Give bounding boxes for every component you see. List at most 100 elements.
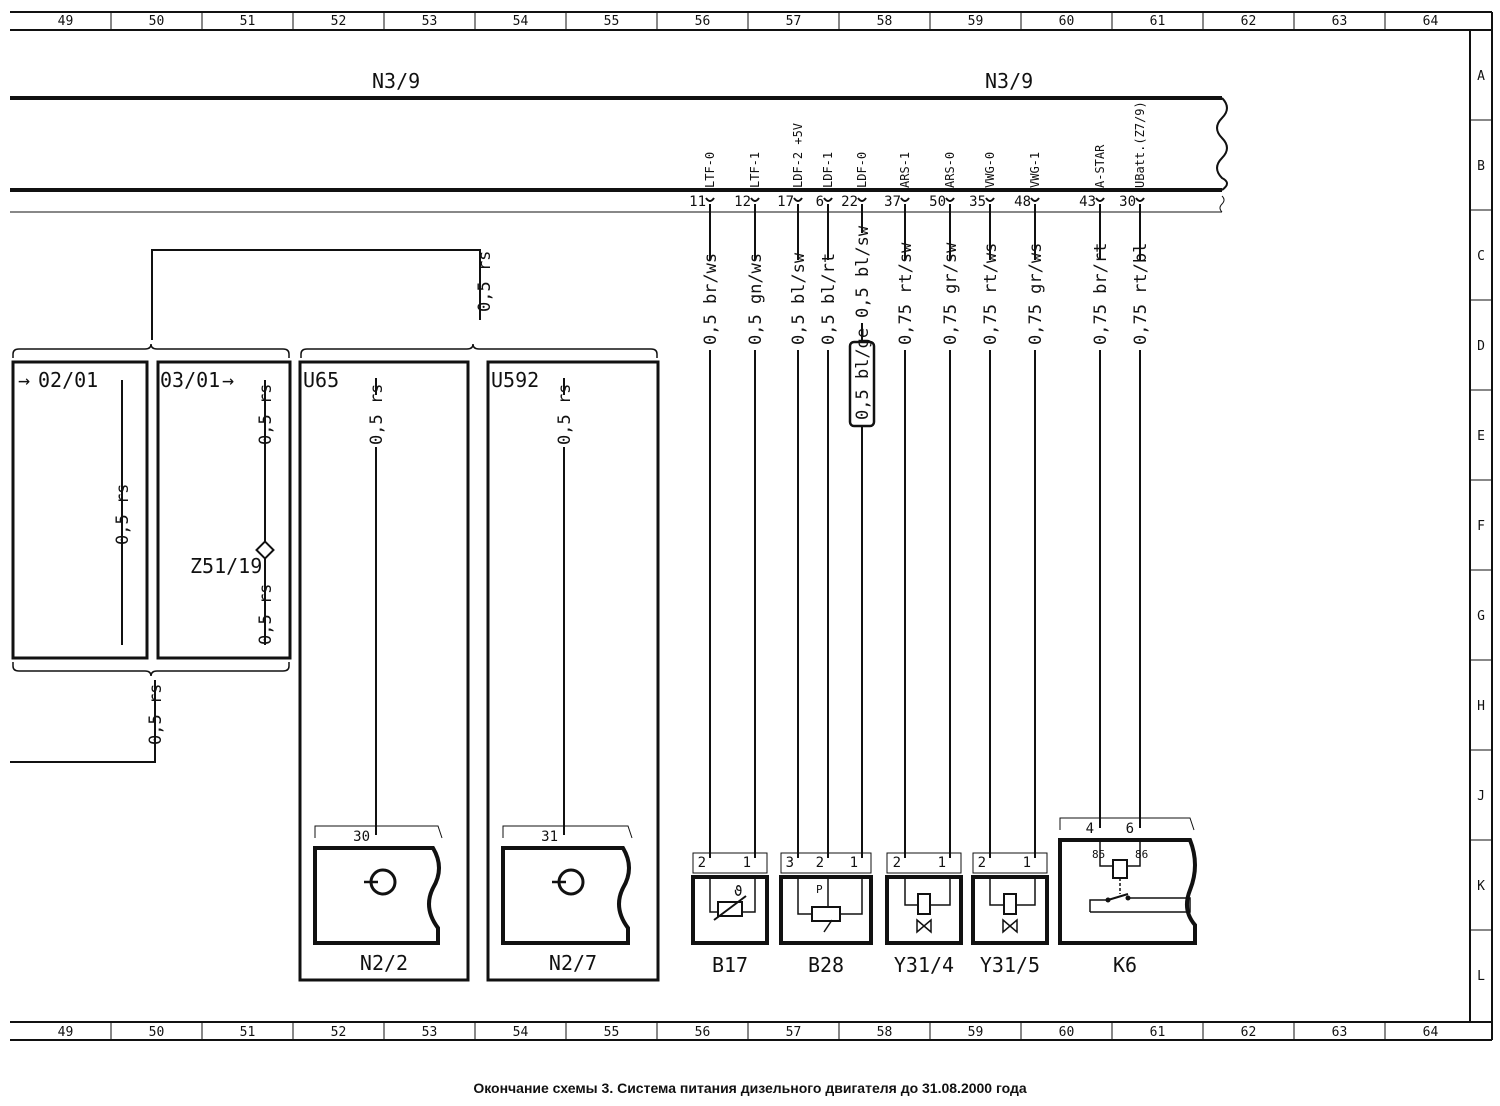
grid-col-top: 60	[1059, 14, 1075, 29]
grid-col-top: 53	[422, 14, 438, 29]
wire-color-label: 0,75 br/rt	[1091, 243, 1111, 345]
grid-col-bottom: 54	[513, 1025, 529, 1040]
wire-color-label: 0,75 gr/sw	[941, 242, 961, 345]
pressure-symbol: P	[816, 883, 823, 896]
grid-col-bottom: 50	[149, 1025, 165, 1040]
control-unit-label-right: N3/9	[985, 69, 1033, 93]
component-pin: 1	[938, 855, 946, 871]
component-pin: 1	[850, 855, 858, 871]
component-name: Y31/5	[980, 953, 1040, 977]
grid-col-top: 52	[331, 14, 347, 29]
grid-col-top: 55	[604, 14, 620, 29]
grid-row: E	[1477, 429, 1485, 444]
grid-col-bottom: 60	[1059, 1025, 1075, 1040]
pin-number: 12	[734, 194, 751, 210]
grid-col-bottom: 58	[877, 1025, 893, 1040]
grid-col-top: 64	[1423, 14, 1439, 29]
ref-03: 03/01	[160, 368, 220, 392]
control-unit-label-left: N3/9	[372, 69, 420, 93]
grid-row: F	[1477, 519, 1485, 534]
connector-pin: 30	[353, 829, 370, 845]
theta-symbol: ϑ	[734, 884, 742, 900]
highlight-wire-text: 0,5 bl/ge	[853, 328, 873, 420]
grid-col-bottom: 49	[58, 1025, 74, 1040]
diagram-frame	[10, 11, 1493, 1041]
wire-color-label: 0,75 rt/sw	[896, 242, 916, 345]
relay-pin-86: 86	[1135, 848, 1148, 861]
grid-col-bottom: 57	[786, 1025, 802, 1040]
wire-color-label: 0,5 bl/rt	[819, 253, 839, 345]
component-pin: 1	[743, 855, 751, 871]
pin-signal-label: LDF-2 +5V	[791, 123, 805, 188]
column-grid: 4949505051515252535354545555565657575858…	[58, 12, 1439, 1040]
ref-arrow-02-icon: →	[18, 368, 30, 392]
wire-label-02: 0,5 rs	[113, 484, 133, 545]
grid-col-bottom: 56	[695, 1025, 711, 1040]
pin-signal-label: ARS-1	[898, 152, 912, 188]
pin-signal-label: ARS-0	[943, 152, 957, 188]
wire-color-label: 0,5 bl/sw	[789, 252, 809, 345]
pin-number: 22	[841, 194, 858, 210]
pin-signal-label: LDF-1	[821, 152, 835, 188]
pin-signal-label: VWG-0	[983, 152, 997, 188]
grid-col-bottom: 63	[1332, 1025, 1348, 1040]
wire-color-label: 0,5 bl/sw	[853, 225, 873, 318]
wire-color-label: 0,75 rt/bl	[1131, 243, 1151, 345]
pin-signal-label: LDF-0	[855, 152, 869, 188]
grid-col-top: 59	[968, 14, 984, 29]
left-box-03: 03/01 → 0,5 rs Z51/19 0,5 rs	[156, 360, 292, 660]
pin-17: LDF-2 +5V 17 0,5 bl/sw	[777, 123, 809, 858]
grid-row: A	[1477, 69, 1485, 84]
pin-signal-label: VWG-1	[1028, 152, 1042, 188]
grid-col-top: 58	[877, 14, 893, 29]
grid-col-top: 63	[1332, 14, 1348, 29]
grid-row: J	[1477, 789, 1485, 804]
grid-col-bottom: 61	[1150, 1025, 1166, 1040]
grid-col-bottom: 62	[1241, 1025, 1257, 1040]
relay-pin-85: 85	[1092, 848, 1105, 861]
grid-col-top: 61	[1150, 14, 1166, 29]
grid-col-top: 51	[240, 14, 256, 29]
grid-row: D	[1477, 339, 1485, 354]
solenoid-valve-icon	[1003, 893, 1017, 915]
grid-row: L	[1477, 969, 1485, 984]
component-pin: 4	[1086, 821, 1094, 837]
control-unit-n3-9: N3/9 N3/9	[10, 69, 1228, 213]
relay-switch-icon	[1107, 893, 1129, 901]
grid-row: H	[1477, 699, 1485, 714]
pin-number: 43	[1079, 194, 1096, 210]
grid-col-bottom: 64	[1423, 1025, 1439, 1040]
pin-signal-label: LTF-1	[748, 152, 762, 188]
pin-number: 6	[816, 194, 824, 210]
component-pin: 3	[786, 855, 794, 871]
component-pin: 2	[698, 855, 706, 871]
grid-col-top: 49	[58, 14, 74, 29]
left-wiring	[10, 249, 658, 763]
pin-number: 17	[777, 194, 794, 210]
relay-coil-icon	[1112, 859, 1128, 879]
grid-row: B	[1477, 159, 1485, 174]
highlight-wire-label: 0,5 bl/ge	[848, 328, 876, 428]
wire-color-label: 0,5 br/ws	[701, 253, 721, 345]
pin-6: LDF-1 6 0,5 bl/rt	[816, 152, 839, 858]
grid-col-bottom: 53	[422, 1025, 438, 1040]
connector-tag: U65	[303, 368, 339, 392]
component-pin: 2	[978, 855, 986, 871]
component-name: B17	[712, 953, 748, 977]
pin-signal-label: A-STAR	[1093, 144, 1107, 188]
